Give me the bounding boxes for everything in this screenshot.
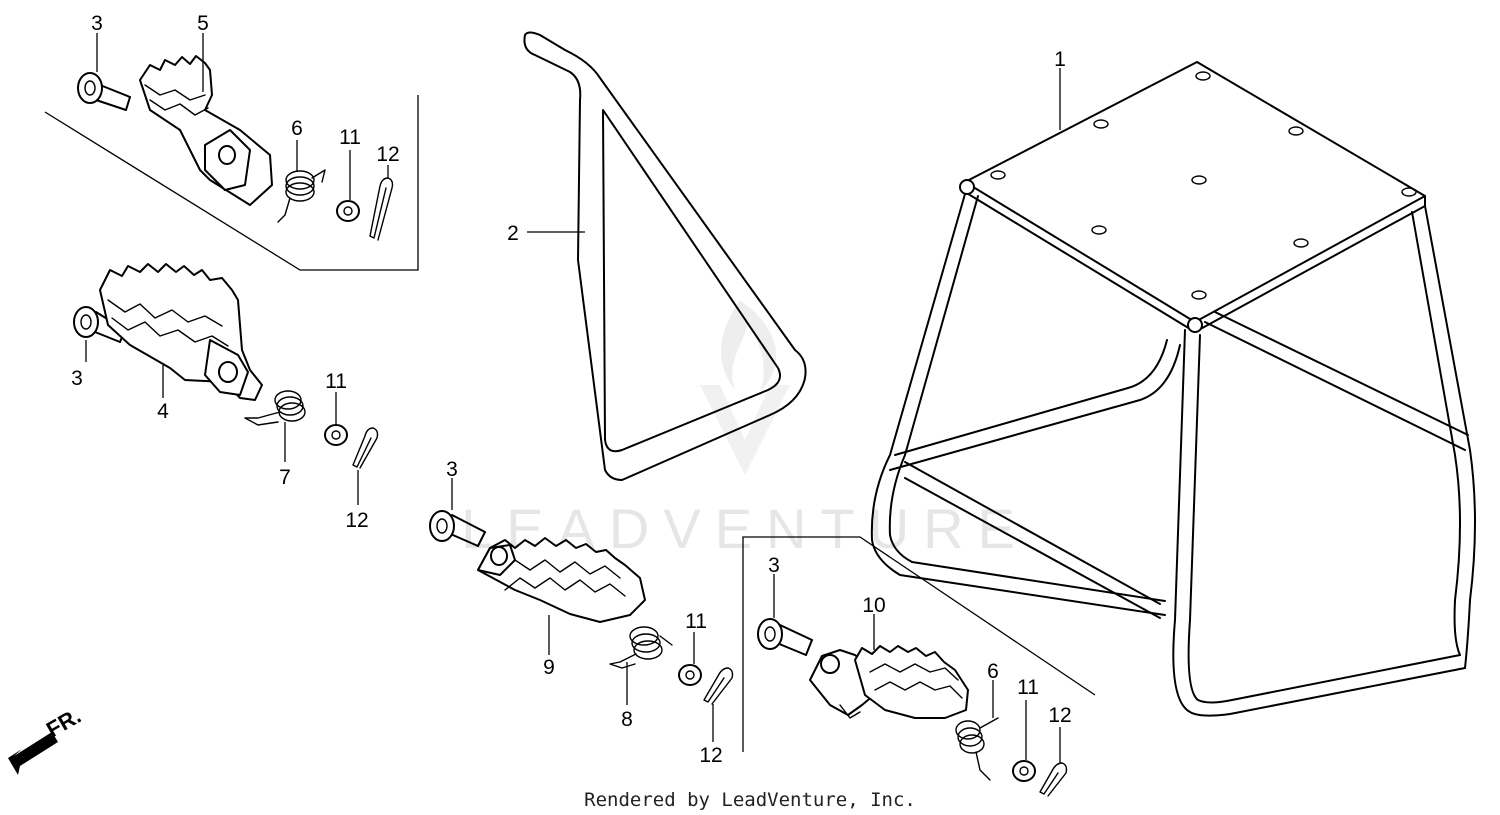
callout-11-mid: 11: [325, 370, 347, 393]
callout-11-center: 11: [685, 610, 707, 633]
watermark: LEADVENTURE: [461, 300, 1015, 560]
front-direction-indicator: FR.: [8, 703, 85, 775]
washer-11-bottom: [1012, 760, 1036, 782]
footpeg-9: [477, 537, 646, 623]
callout-6-bottom: 6: [987, 660, 999, 683]
callout-6-top: 6: [291, 117, 303, 140]
watermark-logo-icon: [700, 300, 790, 475]
spring-8: [609, 626, 673, 669]
callout-3-center: 3: [446, 458, 458, 481]
callout-12-bottom: 12: [1048, 704, 1071, 727]
cotter-pin-12-center: [703, 667, 734, 705]
callout-1: 1: [1054, 48, 1066, 71]
callout-7: 7: [279, 466, 291, 489]
group-middle-left: [73, 263, 379, 469]
bolt-3-top: [77, 72, 131, 111]
spring-6-top: [277, 169, 326, 223]
callout-4: 4: [157, 400, 169, 423]
callout-8: 8: [621, 708, 633, 731]
group-top-left: [44, 55, 419, 271]
footer-credit: Rendered by LeadVenture, Inc.: [584, 789, 916, 811]
spring-6-bottom: [955, 717, 999, 781]
cotter-pin-12-mid: [352, 427, 379, 469]
footpeg-10: [809, 645, 969, 719]
group-center: [429, 510, 734, 705]
callout-12-mid: 12: [345, 509, 368, 532]
callout-3-top: 3: [91, 12, 103, 35]
bolt-3-bottom: [757, 618, 813, 656]
part-2-side-bar: [523, 31, 807, 481]
callout-3-bottom: 3: [768, 554, 780, 577]
callout-12-center: 12: [699, 744, 722, 767]
callout-9: 9: [543, 656, 555, 679]
callout-11-bottom: 11: [1017, 676, 1039, 699]
callouts: 1 2 3 3 3 3 4 5 6 6 7 8 9 10 11 11 11 11…: [71, 12, 1072, 767]
group-bottom-right: [742, 536, 1096, 797]
leader-lines: [85, 33, 1061, 763]
washer-11-mid: [324, 424, 348, 446]
cotter-pin-12-bottom: [1039, 762, 1068, 797]
callout-3-mid: 3: [71, 367, 83, 390]
washer-11-center: [678, 664, 702, 686]
washer-11-top: [336, 200, 360, 222]
callout-2: 2: [507, 222, 519, 245]
callout-11-top: 11: [339, 126, 361, 149]
footpeg-4: [99, 263, 263, 401]
callout-10: 10: [862, 594, 885, 617]
footpeg-5: [139, 55, 273, 206]
part-1-stand: [870, 61, 1476, 717]
bolt-3-center: [429, 510, 486, 547]
callout-12-top: 12: [376, 143, 399, 166]
arrow-down-left-icon: [8, 732, 58, 775]
callout-5: 5: [197, 12, 209, 35]
cotter-pin-12-top: [369, 177, 394, 241]
spring-7: [244, 390, 306, 426]
